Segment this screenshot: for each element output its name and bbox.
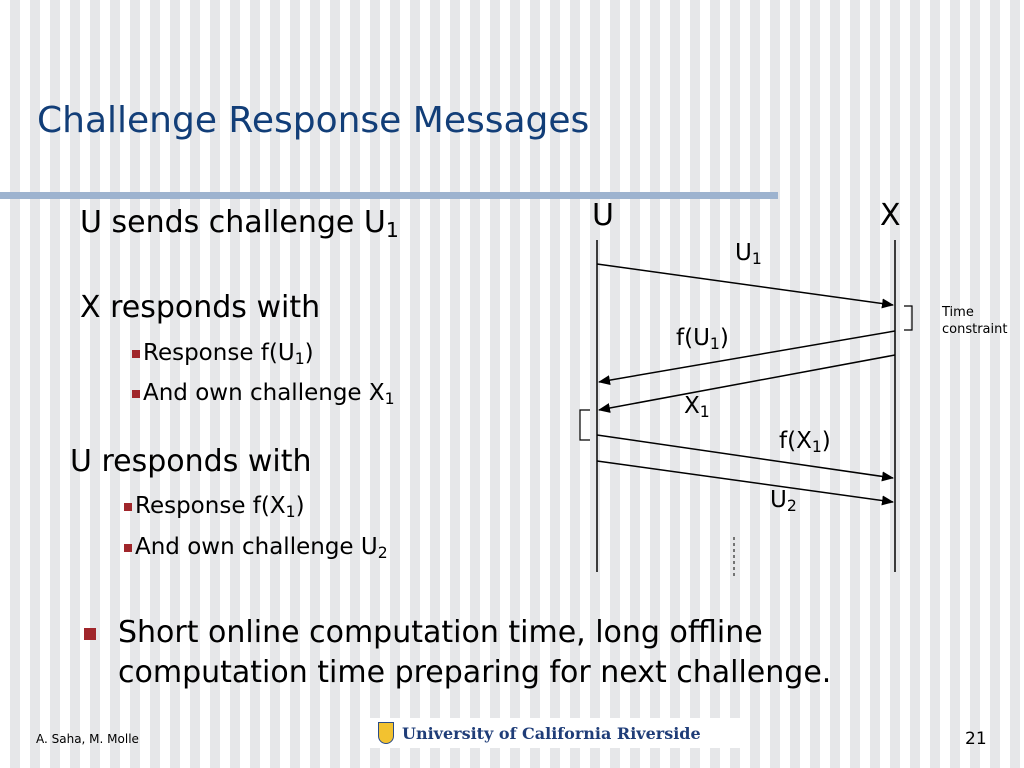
bullet-square-icon (124, 503, 132, 511)
time-constraint-bracket-u (579, 409, 590, 441)
arrow-u2 (596, 460, 894, 506)
u-bullet1-sub: 1 (285, 501, 296, 521)
u-sends-sub: 1 (385, 218, 399, 243)
u-bullet2-text: And own challenge U (135, 534, 378, 560)
u-bullet1-tail: ) (295, 493, 305, 519)
arrow-x1 (598, 354, 896, 413)
time-constraint-bracket-x (904, 305, 913, 331)
x-bullet-challenge: And own challenge X1 (132, 380, 395, 408)
msg-fx1-label: f(X1) (779, 428, 831, 456)
x-bullet2-text: And own challenge X (143, 380, 385, 406)
arrow-fx1 (596, 434, 894, 482)
u-sends-text: U sends challenge U (80, 205, 386, 240)
time-constraint-label: Time constraint (942, 305, 1008, 337)
x-bullet-response: Response f(U1) (132, 340, 314, 368)
bottom-bullet-line2: computation time preparing for next chal… (118, 655, 832, 690)
x-bullet1-tail: ) (304, 340, 314, 366)
u-sends-line: U sends challenge U1 (80, 205, 399, 242)
x-bullet2-sub: 1 (384, 388, 395, 408)
logo-text: University of California Riverside (402, 723, 701, 743)
university-logo: University of California Riverside (370, 718, 742, 748)
bullet-square-icon (132, 390, 140, 398)
msg-x1-label: X1 (684, 393, 710, 421)
slide-title: Challenge Response Messages (37, 100, 590, 141)
bottom-bullet-square-icon (84, 628, 96, 640)
msg-u2-label: U2 (770, 487, 797, 515)
x-responds-line: X responds with (80, 290, 320, 325)
bottom-bullet-line1: Short online computation time, long offl… (118, 615, 763, 650)
x-bullet1-text: Response f(U (143, 340, 295, 366)
ucr-shield-icon (378, 722, 394, 744)
u-bullet1-text: Response f(X (135, 493, 286, 519)
arrow-fu1 (598, 330, 896, 386)
node-x-label: X (880, 198, 901, 233)
msg-u1-label: U1 (735, 240, 762, 268)
u-bullet2-sub: 2 (377, 542, 388, 562)
arrow-u1 (596, 263, 894, 309)
bullet-square-icon (124, 544, 132, 552)
x-responds-text: X responds with (80, 290, 321, 325)
msg-fu1-label: f(U1) (676, 325, 729, 353)
title-divider (0, 192, 778, 199)
u-responds-text: U responds with (70, 444, 312, 479)
u-responds-line: U responds with (70, 444, 312, 479)
u-bullet-challenge: And own challenge U2 (124, 534, 388, 562)
footer-authors: A. Saha, M. Molle (36, 732, 139, 746)
x-bullet1-sub: 1 (294, 348, 305, 368)
u-bullet-response: Response f(X1) (124, 493, 305, 521)
node-u-label: U (592, 198, 614, 233)
page-number: 21 (965, 729, 987, 749)
bullet-square-icon (132, 350, 140, 358)
